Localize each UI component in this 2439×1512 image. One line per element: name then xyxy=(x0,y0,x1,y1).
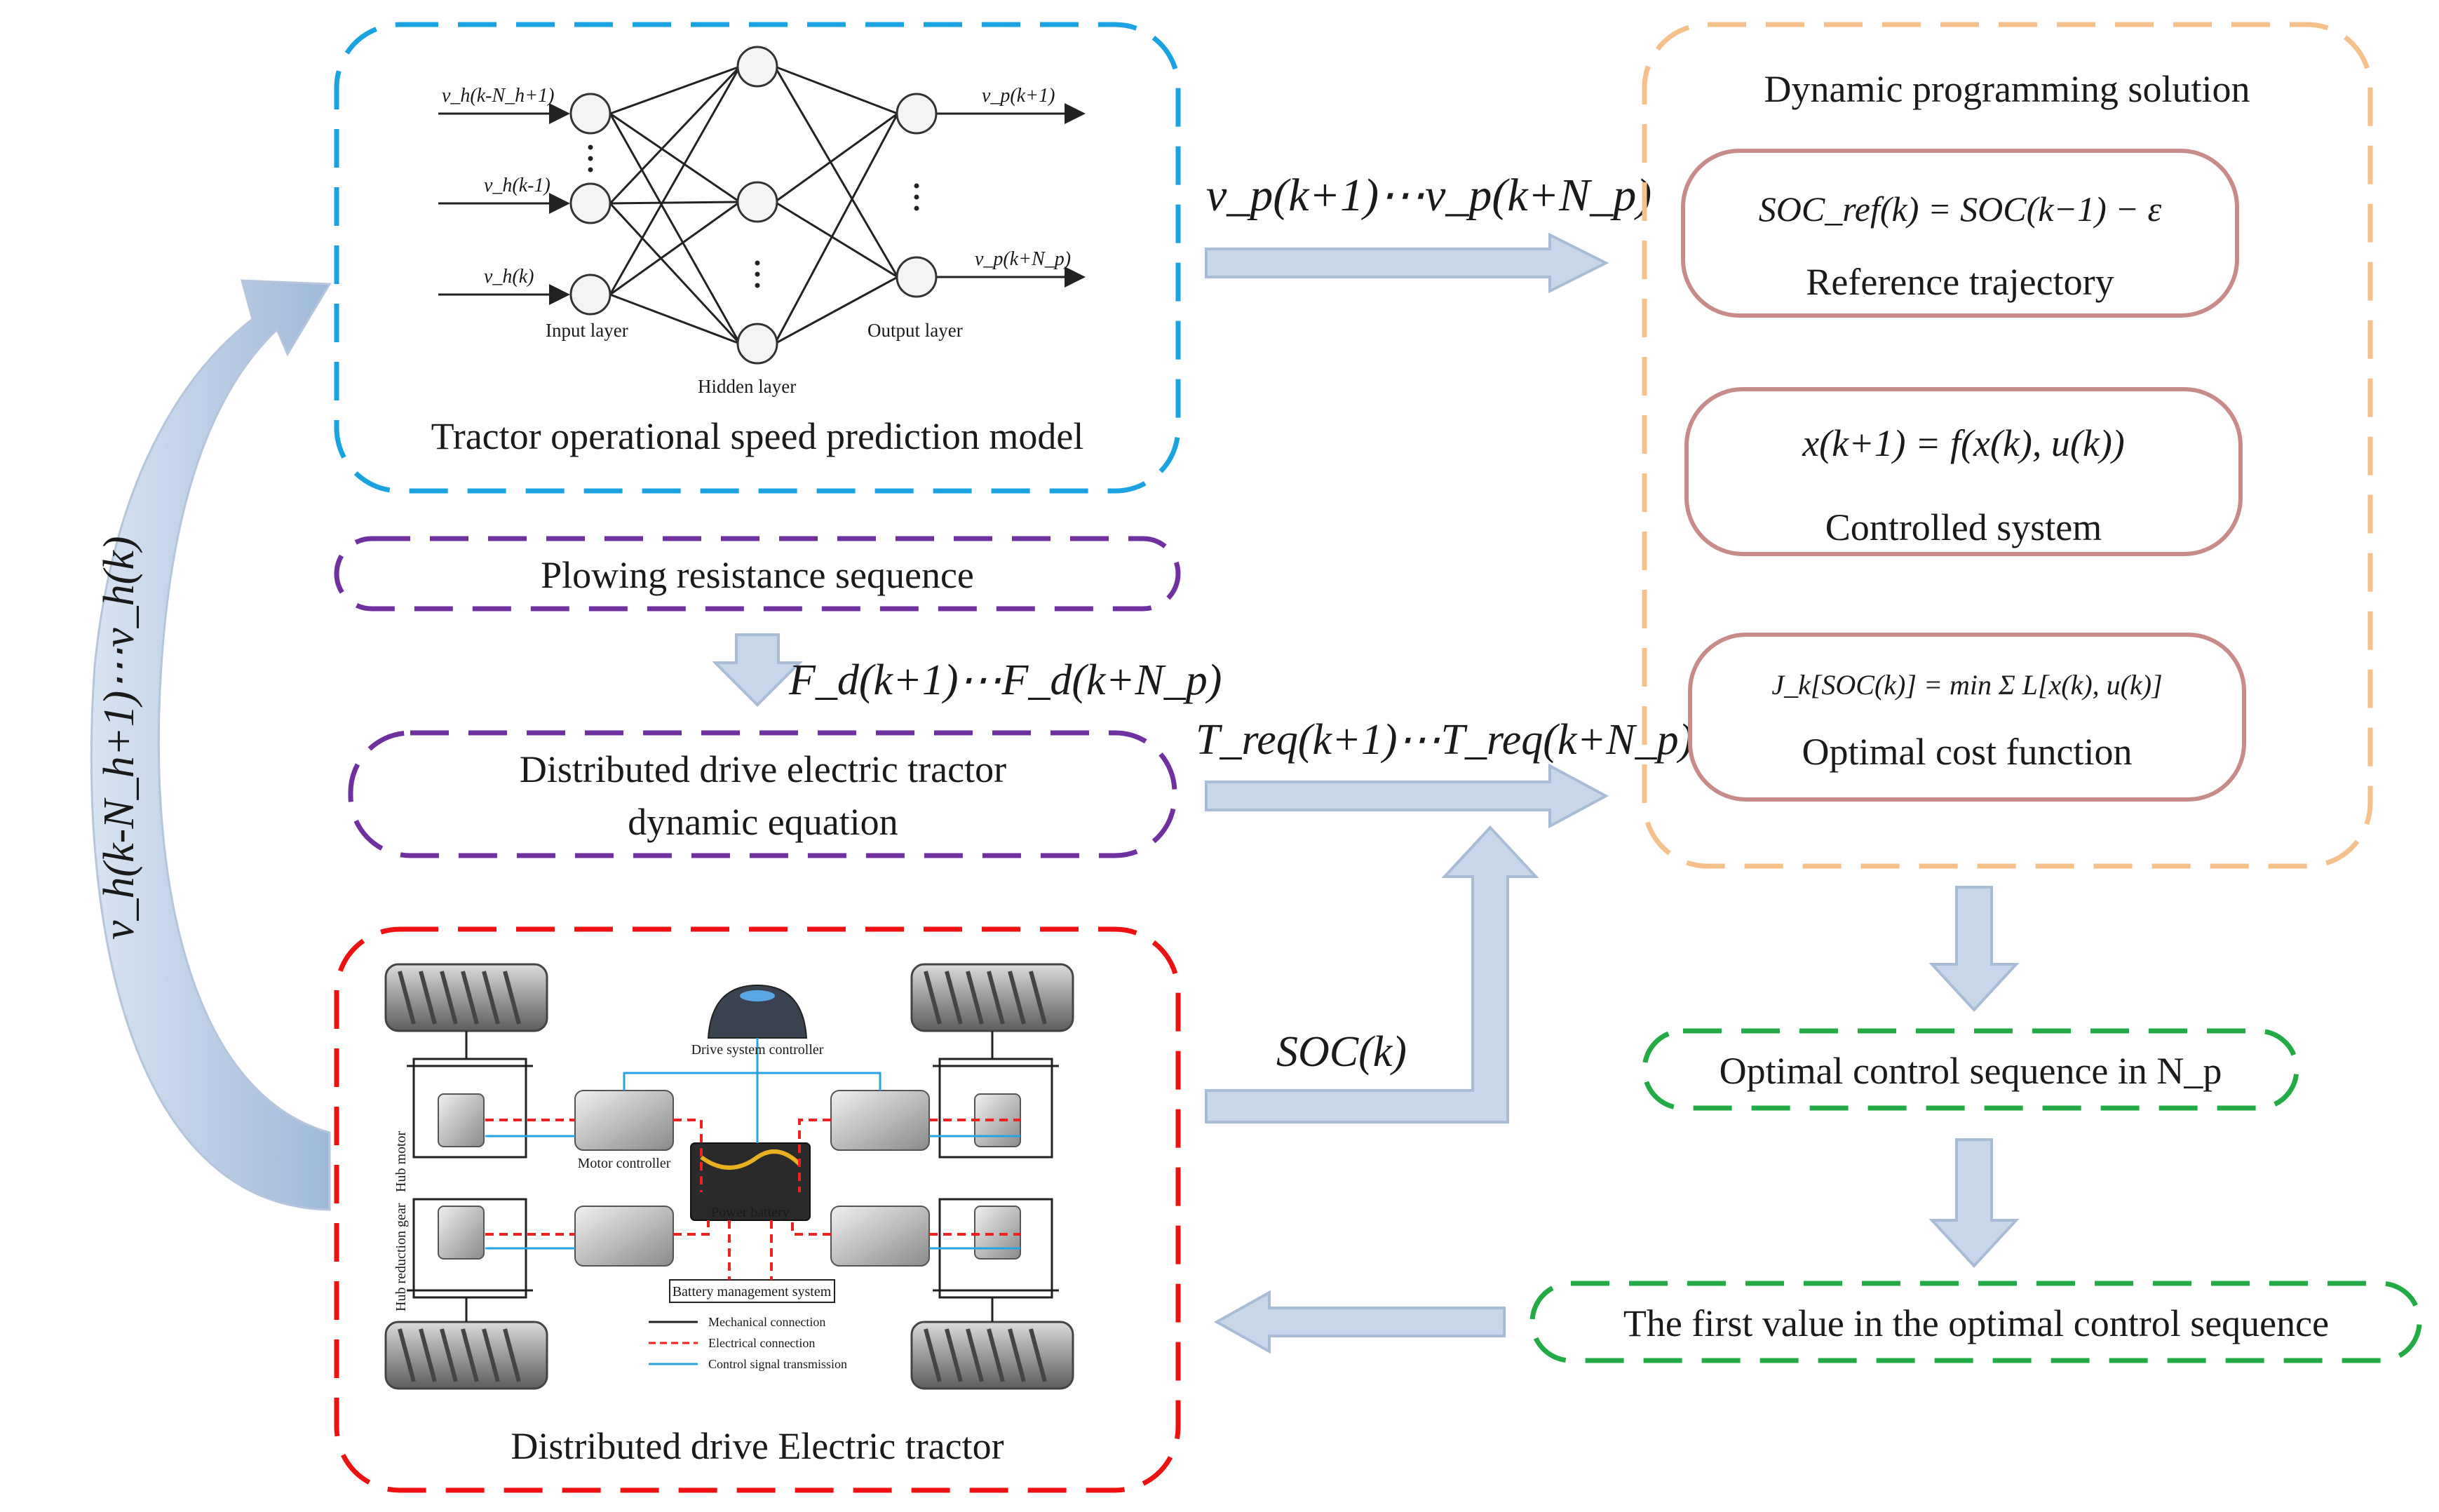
treq-sequence-label: T_req(k+1)⋯T_req(k+N_p) xyxy=(1196,716,1693,764)
prediction-model-title: Tractor operational speed prediction mod… xyxy=(431,415,1084,457)
legend-control: Control signal transmission xyxy=(708,1357,847,1371)
motor-controller-rl xyxy=(574,1206,674,1267)
motor-controller-rr xyxy=(830,1206,930,1267)
hub-gear-label: Hub reduction gear xyxy=(393,1203,409,1311)
drive-controller-light xyxy=(740,990,775,1001)
bms-label: Battery management system xyxy=(673,1284,832,1300)
legend-electrical: Electrical connection xyxy=(708,1336,815,1350)
cost-label: Optimal cost function xyxy=(1802,731,2133,773)
nn-output-2: v_p(k+N_p) xyxy=(975,248,1071,270)
dynamic-equation-line2: dynamic equation xyxy=(628,801,898,843)
vh-sequence-label: v_h(k-N_h+1)⋯v_h(k) xyxy=(95,536,143,940)
reference-formula: SOC_ref(k) = SOC(k−1) − ε xyxy=(1759,189,2162,229)
soc-label: SOC(k) xyxy=(1276,1028,1407,1076)
controlled-system-node: x(k+1) = f(x(k), u(k)) Controlled system xyxy=(1684,387,2243,556)
drive-controller-label: Drive system controller xyxy=(691,1042,824,1058)
electrical-connections xyxy=(485,1119,1020,1280)
dp-down-arrow xyxy=(1928,886,2020,1012)
prediction-model-node xyxy=(334,22,1181,494)
power-battery-unit xyxy=(690,1142,811,1221)
plowing-down-arrow xyxy=(712,633,803,707)
tractor-node: Distributed drive Electric tractor xyxy=(334,926,1181,1493)
nn-input-1: v_h(k-N_h+1) xyxy=(442,85,554,107)
hub-motor-rr xyxy=(974,1206,1021,1260)
treq-arrow xyxy=(1205,763,1609,829)
nn-neurons xyxy=(569,46,938,365)
optimal-sequence-node: Optimal control sequence in N_p xyxy=(1642,1028,2299,1111)
first-value-node: The first value in the optimal control s… xyxy=(1529,1281,2422,1363)
drive-controller-unit xyxy=(707,984,808,1039)
nn-input-layer-label: Input layer xyxy=(546,320,628,341)
system-formula: x(k+1) = f(x(k), u(k)) xyxy=(1802,422,2125,464)
nn-output-layer-label: Output layer xyxy=(867,320,963,341)
first-value-title: The first value in the optimal control s… xyxy=(1623,1302,2329,1344)
battery-wires xyxy=(700,1149,802,1170)
tire-front-right xyxy=(910,963,1074,1032)
nn-output-1: v_p(k+1) xyxy=(982,85,1055,107)
motor-controller-label: Motor controller xyxy=(578,1156,671,1171)
soc-arrow xyxy=(1205,825,1539,1123)
tire-rear-left xyxy=(384,1321,548,1390)
tractor-title: Distributed drive Electric tractor xyxy=(511,1425,1004,1467)
tractor-schematic: Drive system controller Motor controller… xyxy=(384,963,1074,1390)
nn-ellipsis xyxy=(588,144,919,288)
dp-title: Dynamic programming solution xyxy=(1764,68,2250,110)
tire-front-left xyxy=(384,963,548,1032)
neural-network-diagram xyxy=(438,65,1086,345)
cost-formula: J_k[SOC(k)] = min Σ L[x(k), u(k)] xyxy=(1771,669,2162,701)
bms-box xyxy=(669,1279,835,1303)
system-label: Controlled system xyxy=(1825,506,2102,548)
feedback-left-arrow xyxy=(1213,1290,1506,1354)
dynamic-equation-node: Distributed drive electric tractor dynam… xyxy=(348,730,1177,858)
schematic-legend: Mechanical connection Electrical connect… xyxy=(649,1315,847,1371)
hub-motor-label: Hub motor xyxy=(393,1130,409,1192)
feedback-arrow xyxy=(90,279,332,1211)
vp-arrow xyxy=(1205,232,1609,294)
reference-label: Reference trajectory xyxy=(1806,261,2114,303)
nn-input-2: v_h(k-1) xyxy=(484,175,550,196)
control-signal-lines xyxy=(485,1038,1020,1250)
plowing-resistance-node: Plowing resistance sequence xyxy=(334,536,1181,612)
tire-rear-right xyxy=(910,1321,1074,1390)
opt-down-arrow xyxy=(1928,1138,2020,1268)
hub-motor-rl xyxy=(438,1206,485,1260)
motor-controller-fr xyxy=(830,1090,930,1151)
power-battery-label: Power battery xyxy=(711,1205,790,1220)
mechanical-frames xyxy=(407,1031,1059,1322)
hub-motor-fl xyxy=(438,1093,485,1147)
dp-solution-node: Dynamic programming solution xyxy=(1642,22,2373,869)
reference-trajectory-node: SOC_ref(k) = SOC(k−1) − ε Reference traj… xyxy=(1681,149,2239,318)
nn-hidden-layer-label: Hidden layer xyxy=(698,376,796,397)
fd-sequence-label: F_d(k+1)⋯F_d(k+N_p) xyxy=(788,656,1222,704)
legend-mechanical: Mechanical connection xyxy=(708,1315,825,1329)
optimal-sequence-title: Optimal control sequence in N_p xyxy=(1720,1050,2222,1092)
vp-sequence-label: v_p(k+1)⋯v_p(k+N_p) xyxy=(1206,170,1651,221)
cost-function-node: J_k[SOC(k)] = min Σ L[x(k), u(k)] Optima… xyxy=(1688,633,2246,802)
plowing-resistance-title: Plowing resistance sequence xyxy=(541,554,974,596)
dynamic-equation-line1: Distributed drive electric tractor xyxy=(520,748,1006,790)
nn-input-3: v_h(k) xyxy=(484,266,534,288)
motor-controller-fl xyxy=(574,1090,674,1151)
